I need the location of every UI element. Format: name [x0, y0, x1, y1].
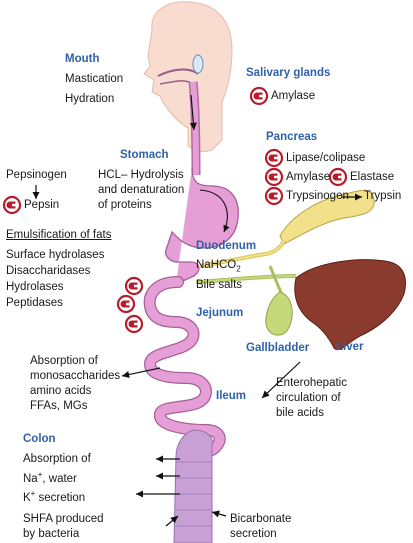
colon-shfa-line-1: SHFA produced: [23, 513, 104, 525]
enzyme-trypsinogen: Trypsinogen: [286, 190, 349, 202]
duodenum-title: Duodenum: [196, 240, 257, 252]
ileum-title: Ileum: [216, 390, 247, 402]
fats-item-4: Peptidases: [6, 297, 63, 309]
colon-title: Colon: [23, 433, 56, 445]
jejunum-title: Jejunum: [196, 307, 244, 319]
enzyme-elastase: Elastase: [350, 171, 395, 183]
liver-shape: [294, 259, 406, 350]
colon-bicarb-line-1: Bicarbonate: [230, 513, 292, 525]
fats-item-3: Hydrolases: [6, 281, 64, 293]
pancreas-shape: [279, 189, 375, 245]
salivary-enzyme: Amylase: [271, 90, 316, 102]
liver-title: Liver: [336, 341, 364, 353]
stomach-line-1: HCL– Hydrolysis: [98, 169, 184, 181]
colon-absorption-label: Absorption of: [23, 453, 91, 465]
gallbladder-title: Gallbladder: [246, 342, 310, 354]
colon-shfa-line-2: by bacteria: [23, 528, 80, 540]
enzyme-lipase: Lipase/colipase: [286, 152, 366, 164]
bicarbonate-label: NaHCO2: [196, 259, 241, 274]
bile-salts-label: Bile salts: [196, 279, 243, 291]
pepsin-label: Pepsin: [24, 199, 60, 211]
stomach-shape: [164, 167, 239, 285]
enterohepatic-line-3: bile acids: [276, 407, 324, 419]
colon-shape: [173, 429, 213, 543]
colon-k-secretion-label: K+ secretion: [23, 489, 86, 504]
enzyme-amylase: Amylase: [286, 171, 331, 183]
head-silhouette: [143, 1, 233, 152]
stomach-line-2: and denaturation: [98, 184, 185, 196]
enzyme-trypsin: Trypsin: [364, 190, 402, 202]
absorption-line-3: amino acids: [30, 385, 92, 397]
enterohepatic-line-2: circulation of: [276, 392, 341, 404]
stomach-title: Stomach: [120, 149, 169, 161]
fats-item-1: Surface hydrolases: [6, 249, 105, 261]
mouth-title: Mouth: [65, 53, 100, 65]
stomach-line-3: of proteins: [98, 199, 152, 211]
salivary-amylase-icon: [249, 86, 269, 106]
salivary-title: Salivary glands: [246, 67, 331, 79]
colon-na-water-label: Na+, water: [23, 470, 77, 485]
mouth-item-hydration: Hydration: [65, 93, 115, 105]
absorption-line-1: Absorption of: [30, 355, 98, 367]
fats-item-2: Disaccharidases: [6, 265, 91, 277]
pepsinogen-label: Pepsinogen: [6, 169, 67, 181]
gallbladder-shape: [265, 291, 293, 336]
mouth-item-mastication: Mastication: [65, 73, 124, 85]
pancreas-title: Pancreas: [266, 131, 318, 143]
fats-title: Emulsification of fats: [6, 229, 112, 241]
colon-bicarb-line-2: secretion: [230, 528, 277, 540]
absorption-line-4: FFAs, MGs: [30, 400, 88, 412]
absorption-line-2: monosaccharides: [30, 370, 121, 382]
enterohepatic-line-1: Enterohepatic: [276, 377, 347, 389]
